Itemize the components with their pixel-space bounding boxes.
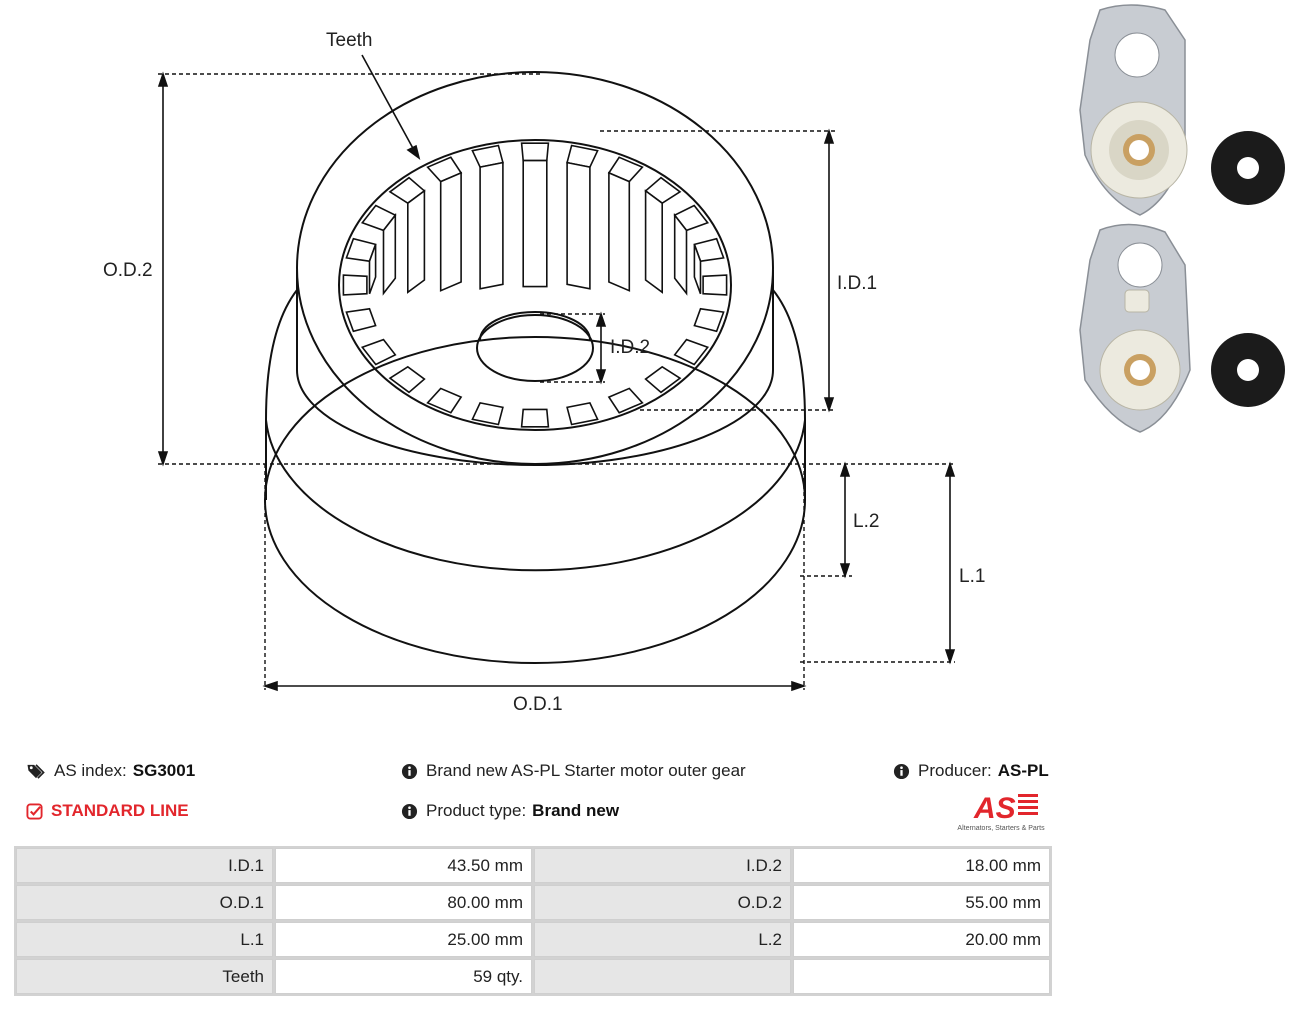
- spec-value: 25.00 mm: [275, 922, 532, 957]
- standard-line-label: STANDARD LINE: [51, 801, 189, 820]
- internal-teeth: [342, 142, 728, 428]
- gear-tooth-face: [439, 171, 462, 292]
- spec-value: 20.00 mm: [792, 922, 1050, 957]
- info-circle-icon: [893, 763, 910, 779]
- table-row: O.D.1 80.00 mm O.D.2 55.00 mm: [16, 885, 1050, 920]
- logo-mark: AS: [973, 792, 1016, 825]
- gear-tooth: [566, 401, 599, 426]
- producer-label: Producer:: [918, 761, 992, 780]
- spec-value: [792, 959, 1050, 994]
- info-circle-icon: [401, 763, 418, 779]
- gear-plate-photo-bottom: [1079, 223, 1191, 433]
- gear-tooth: [342, 274, 368, 296]
- gear-tooth: [693, 307, 725, 333]
- spec-label: Teeth: [16, 959, 273, 994]
- id1-label: I.D.1: [837, 273, 877, 294]
- gear-tooth-face: [608, 171, 631, 292]
- l1-label: L.1: [959, 566, 985, 587]
- spec-value: 55.00 mm: [792, 885, 1050, 920]
- center-hole: [476, 314, 594, 382]
- info-circle-icon: [401, 803, 418, 819]
- product-type-label: Product type:: [426, 801, 527, 820]
- gear-tooth-face: [566, 161, 591, 290]
- spec-label: L.1: [16, 922, 273, 957]
- upper-body-sides: [296, 270, 774, 370]
- spec-label: O.D.1: [16, 885, 273, 920]
- gear-tooth: [702, 274, 728, 296]
- spec-value: 43.50 mm: [275, 848, 532, 883]
- as-pl-logo: AS Alternators, Starters & Parts: [957, 792, 1045, 832]
- gear-tooth-face: [673, 212, 688, 296]
- center-hole-depth: [479, 311, 591, 341]
- lower-body-mid-rim: [265, 419, 806, 572]
- spec-value: 59 qty.: [275, 959, 532, 994]
- gear-tooth-face: [522, 159, 548, 288]
- spec-label: O.D.2: [533, 885, 791, 920]
- seal-photo-top: [1211, 131, 1285, 205]
- gear-tooth: [426, 387, 463, 414]
- upper-body-top-rim: [296, 71, 774, 465]
- product-type-value: Brand new: [532, 801, 620, 820]
- tags-icon: [27, 763, 45, 779]
- check-square-icon: [26, 802, 43, 820]
- spec-value: 80.00 mm: [275, 885, 532, 920]
- gear-tooth: [345, 307, 377, 333]
- product-photos: [1079, 4, 1285, 433]
- logo-tagline: Alternators, Starters & Parts: [957, 825, 1045, 832]
- od1-label: O.D.1: [513, 694, 563, 715]
- gear-tooth: [360, 338, 397, 366]
- gear-tooth-face: [382, 212, 397, 296]
- gear-tooth: [520, 142, 550, 162]
- gear-tooth-face: [479, 161, 504, 290]
- as-index: AS index: SG3001: [26, 761, 195, 781]
- spec-value: 18.00 mm: [792, 848, 1050, 883]
- spec-label: I.D.2: [533, 848, 791, 883]
- gear-plate-photo-top: [1079, 4, 1188, 216]
- standard-line: STANDARD LINE: [26, 801, 189, 821]
- producer-value: AS-PL: [997, 761, 1049, 780]
- gear-tooth: [520, 408, 550, 428]
- producer: Producer: AS-PL: [893, 761, 1049, 781]
- l2-label: L.2: [853, 511, 879, 532]
- teeth-label: Teeth: [326, 30, 372, 51]
- lower-body-back-rim: [265, 289, 806, 421]
- id2-label: I.D.2: [610, 337, 650, 358]
- gear-tooth: [673, 338, 710, 366]
- spec-label: I.D.1: [16, 848, 273, 883]
- gear-tooth: [644, 365, 682, 394]
- description-text: Brand new AS-PL Starter motor outer gear: [426, 761, 746, 780]
- table-row: L.1 25.00 mm L.2 20.00 mm: [16, 922, 1050, 957]
- gear-tooth-face: [368, 244, 377, 295]
- product-type: Product type: Brand new: [401, 801, 619, 821]
- inner-bore: [338, 139, 732, 431]
- product-description: Brand new AS-PL Starter motor outer gear: [401, 761, 746, 781]
- gear-tooth-face: [406, 189, 426, 294]
- as-index-label: AS index:: [54, 761, 127, 780]
- gear-tooth-face: [644, 189, 664, 294]
- table-row: I.D.1 43.50 mm I.D.2 18.00 mm: [16, 848, 1050, 883]
- specs-table: I.D.1 43.50 mm I.D.2 18.00 mm O.D.1 80.0…: [14, 846, 1052, 996]
- as-index-value: SG3001: [132, 761, 196, 780]
- table-row: Teeth 59 qty.: [16, 959, 1050, 994]
- spec-label: L.2: [533, 922, 791, 957]
- gear-tooth: [388, 365, 426, 394]
- gear-tooth-face: [693, 244, 702, 295]
- seal-photo-bottom: [1211, 333, 1285, 407]
- od2-label: O.D.2: [103, 260, 153, 281]
- gear-tooth: [471, 401, 504, 426]
- spec-label: [533, 959, 791, 994]
- gear-tooth: [607, 387, 644, 414]
- gear-technical-drawing: Teeth O.D.2 I.D.1 I.D.2 L.2 L.1 O.D.1: [103, 30, 985, 715]
